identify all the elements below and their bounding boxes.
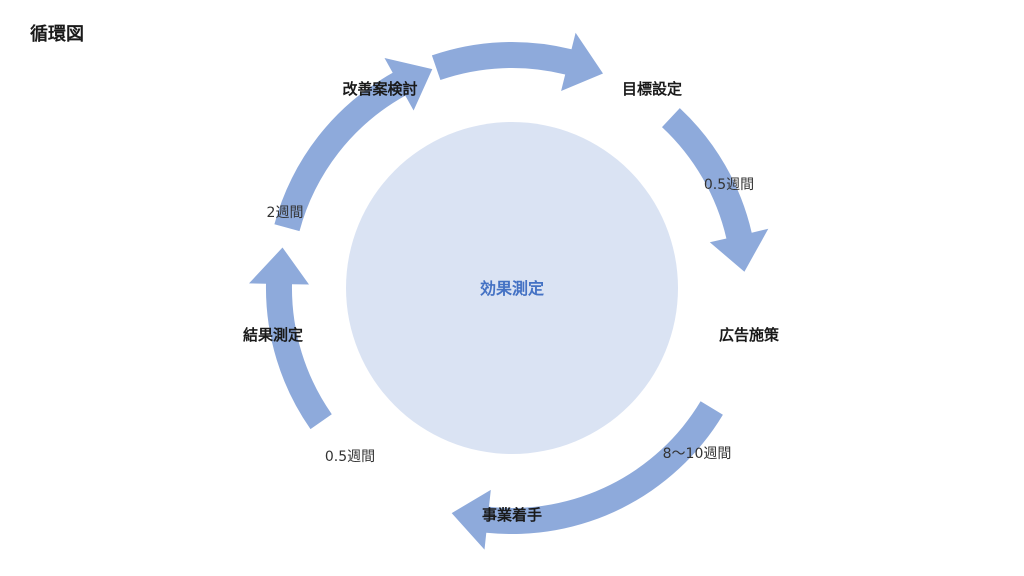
- step-goal-setting: 目標設定: [622, 80, 682, 98]
- center-label: 効果測定: [480, 279, 544, 298]
- step-business-start: 事業着手: [482, 506, 542, 524]
- center-circle: [346, 122, 678, 454]
- cycle-arrow-4: [249, 247, 332, 430]
- step-improvement-review: 改善案検討: [342, 80, 417, 98]
- cycle-arrow-3: [451, 401, 723, 550]
- duration-label-4: 2週間: [267, 205, 304, 221]
- slide-title: 循環図: [30, 24, 84, 45]
- cycle-arrow-1: [431, 32, 603, 91]
- duration-label-3: 0.5週間: [325, 449, 375, 465]
- step-ad-measures: 広告施策: [719, 326, 780, 344]
- cycle-arrow-2: [662, 108, 769, 272]
- duration-label-2: 8〜10週間: [663, 446, 732, 462]
- duration-label-1: 0.5週間: [704, 177, 754, 193]
- step-result-measurement: 結果測定: [243, 326, 303, 344]
- cycle-arrow-5: [274, 58, 433, 232]
- cycle-arrows: [249, 32, 769, 550]
